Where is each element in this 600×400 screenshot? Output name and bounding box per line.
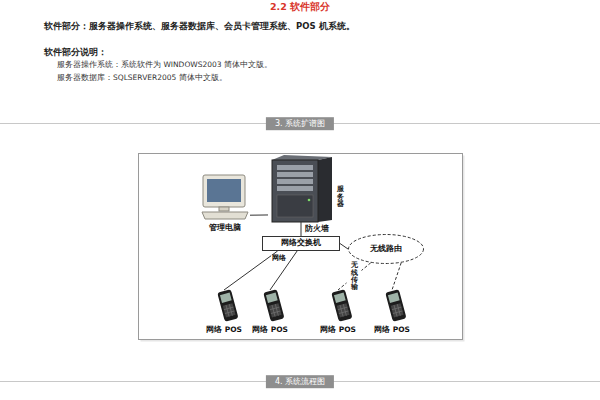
node-label: 网络 POS bbox=[320, 326, 356, 334]
pos-icons bbox=[217, 289, 406, 322]
section-subtitle: 2.2 软件部分 bbox=[270, 1, 330, 12]
wireless-link bbox=[392, 263, 401, 290]
node-label: 管理电脑 bbox=[209, 224, 241, 232]
router-ellipse: 无线路由 bbox=[348, 234, 424, 264]
section-header: 3. 系统扩谱图 bbox=[266, 117, 334, 131]
edge-label: 无线传输 bbox=[347, 262, 362, 291]
pos-terminal: 网络 POS bbox=[314, 290, 362, 334]
management-pc: 管理电脑 bbox=[200, 172, 250, 232]
server-tower: 服务器 bbox=[268, 158, 334, 222]
server-icon bbox=[272, 155, 332, 222]
node-label: 网络 POS bbox=[252, 326, 288, 334]
pos-terminal: 网络 POS bbox=[200, 290, 248, 334]
node-label: 网络 POS bbox=[374, 326, 410, 334]
network-cable bbox=[301, 222, 302, 236]
node-label: 服务器 bbox=[337, 186, 344, 209]
diagram-frame bbox=[139, 154, 463, 340]
edge-label: 防火墙 bbox=[304, 225, 330, 233]
wireless-link bbox=[338, 263, 371, 290]
network-cable bbox=[340, 244, 348, 250]
pos-terminal: 网络 POS bbox=[368, 290, 416, 334]
summary-text: 软件部分：服务器操作系统、服务器数据库、会员卡管理系统、POS 机系统。 bbox=[44, 21, 355, 31]
edge-label: 网络 bbox=[271, 255, 287, 263]
network-cable bbox=[250, 214, 268, 215]
computer-icon bbox=[202, 175, 248, 219]
section-header: 4. 系统流程图 bbox=[266, 375, 334, 389]
node-label: 网络交换机 bbox=[281, 239, 321, 248]
note-heading: 软件部分说明： bbox=[44, 47, 107, 57]
pos-terminal: 网络 POS bbox=[246, 290, 294, 334]
network-cable bbox=[270, 251, 297, 290]
switch-box: 网络交换机 bbox=[262, 236, 340, 251]
network-cable bbox=[224, 251, 278, 290]
node-label: 网络 POS bbox=[206, 326, 242, 334]
note-line: 服务器数据库：SQLSERVER2005 简体中文版。 bbox=[57, 73, 227, 82]
note-line: 服务器操作系统：系统软件为 WINDOWS2003 简体中文版。 bbox=[57, 60, 272, 69]
node-label: 无线路由 bbox=[370, 245, 402, 254]
